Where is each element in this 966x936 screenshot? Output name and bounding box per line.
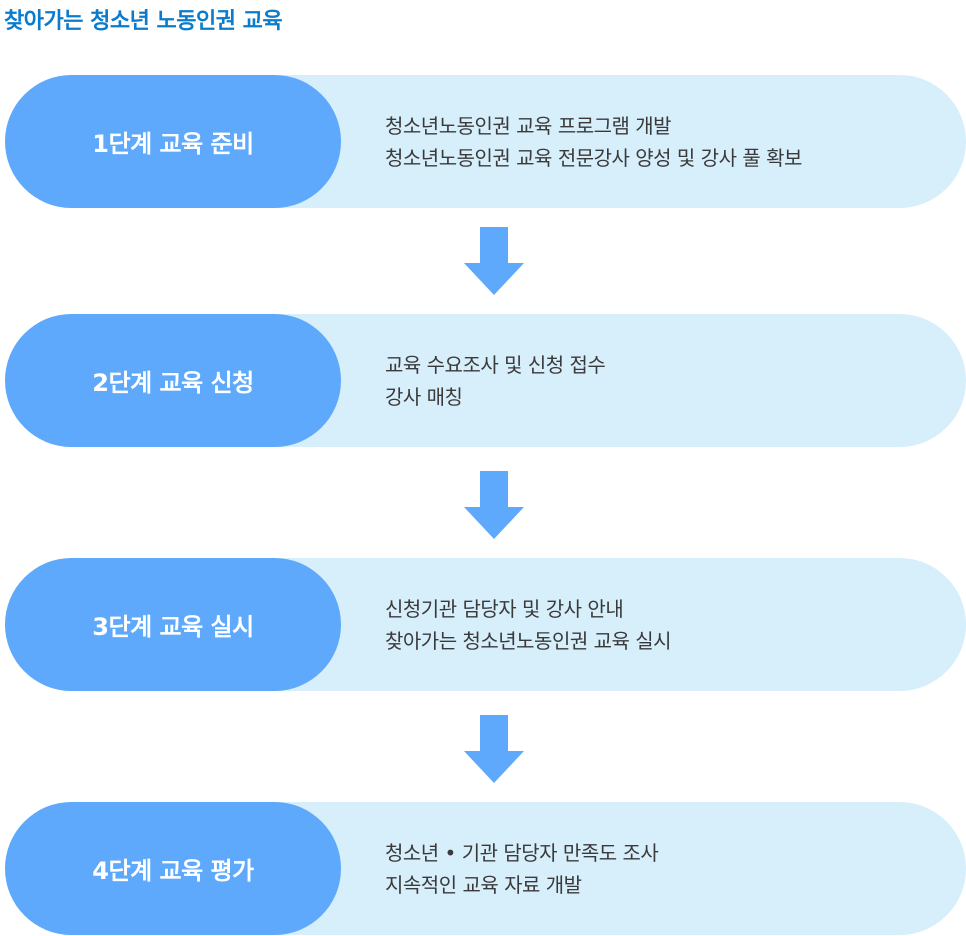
down-arrow-icon <box>464 227 524 295</box>
step-row-4: 4단계 교육 평가 청소년 • 기관 담당자 만족도 조사 지속적인 교육 자료… <box>5 802 966 935</box>
step-item: 강사 매칭 <box>385 384 463 409</box>
arrow-shaft <box>480 227 508 263</box>
step-row-1: 1단계 교육 준비 청소년노동인권 교육 프로그램 개발 청소년노동인권 교육 … <box>5 75 966 208</box>
step-item: 신청기관 담당자 및 강사 안내 <box>385 596 624 621</box>
step-item: 지속적인 교육 자료 개발 <box>385 872 582 897</box>
page-title: 찾아가는 청소년 노동인권 교육 <box>4 9 283 34</box>
arrow-head <box>464 507 524 539</box>
step-row-2: 2단계 교육 신청 교육 수요조사 및 신청 접수 강사 매칭 <box>5 314 966 447</box>
step-label-4: 4단계 교육 평가 <box>5 802 341 935</box>
step-description-2: 교육 수요조사 및 신청 접수 강사 매칭 <box>385 314 606 447</box>
down-arrow-icon <box>464 715 524 783</box>
step-description-4: 청소년 • 기관 담당자 만족도 조사 지속적인 교육 자료 개발 <box>385 802 659 935</box>
step-label-3: 3단계 교육 실시 <box>5 558 341 691</box>
step-description-1: 청소년노동인권 교육 프로그램 개발 청소년노동인권 교육 전문강사 양성 및 … <box>385 75 802 208</box>
arrow-head <box>464 751 524 783</box>
arrow-shaft <box>480 715 508 751</box>
step-label-2: 2단계 교육 신청 <box>5 314 341 447</box>
step-item: 교육 수요조사 및 신청 접수 <box>385 352 606 377</box>
step-item: 청소년노동인권 교육 전문강사 양성 및 강사 풀 확보 <box>385 145 802 170</box>
step-item: 찾아가는 청소년노동인권 교육 실시 <box>385 628 672 653</box>
step-row-3: 3단계 교육 실시 신청기관 담당자 및 강사 안내 찾아가는 청소년노동인권 … <box>5 558 966 691</box>
step-description-3: 신청기관 담당자 및 강사 안내 찾아가는 청소년노동인권 교육 실시 <box>385 558 672 691</box>
step-label-1: 1단계 교육 준비 <box>5 75 341 208</box>
arrow-shaft <box>480 471 508 507</box>
step-item: 청소년 • 기관 담당자 만족도 조사 <box>385 840 659 865</box>
step-item: 청소년노동인권 교육 프로그램 개발 <box>385 113 672 138</box>
down-arrow-icon <box>464 471 524 539</box>
arrow-head <box>464 263 524 295</box>
